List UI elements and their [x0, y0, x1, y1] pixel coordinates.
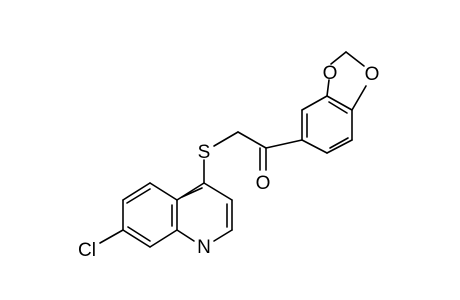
oxygen-label-top-right: O: [365, 64, 380, 85]
bond: [149, 182, 178, 201]
chlorine-label: Cl: [78, 240, 96, 261]
bond: [149, 229, 178, 248]
bond: [326, 139, 353, 154]
bond: [301, 95, 328, 111]
bond: [203, 182, 233, 201]
bond: [326, 79, 330, 97]
bond-layer: [99, 51, 367, 248]
bond-double-inner: [328, 101, 348, 114]
carbonyl-oxygen-label: O: [256, 173, 271, 194]
bond: [122, 182, 151, 201]
bond: [176, 229, 195, 242]
bond: [330, 51, 347, 65]
bond-double-inner: [126, 188, 151, 204]
nitrogen-label: N: [197, 237, 211, 258]
bond: [301, 139, 328, 154]
bond: [99, 229, 124, 244]
sulfur-label: S: [198, 142, 211, 163]
bond: [326, 95, 353, 111]
bond-double-inner: [127, 226, 151, 242]
bond: [345, 51, 365, 67]
bond-double-inner: [329, 137, 349, 149]
bond: [122, 229, 151, 248]
bond: [265, 139, 303, 149]
bond: [237, 131, 267, 149]
oxygen-label-top-left: O: [323, 63, 338, 84]
bond: [176, 182, 205, 201]
bond: [351, 85, 367, 111]
bond: [213, 131, 239, 147]
atom-label-layer: O O O S N Cl: [78, 63, 379, 261]
bond-double-inner: [181, 187, 203, 198]
bond: [213, 229, 233, 242]
